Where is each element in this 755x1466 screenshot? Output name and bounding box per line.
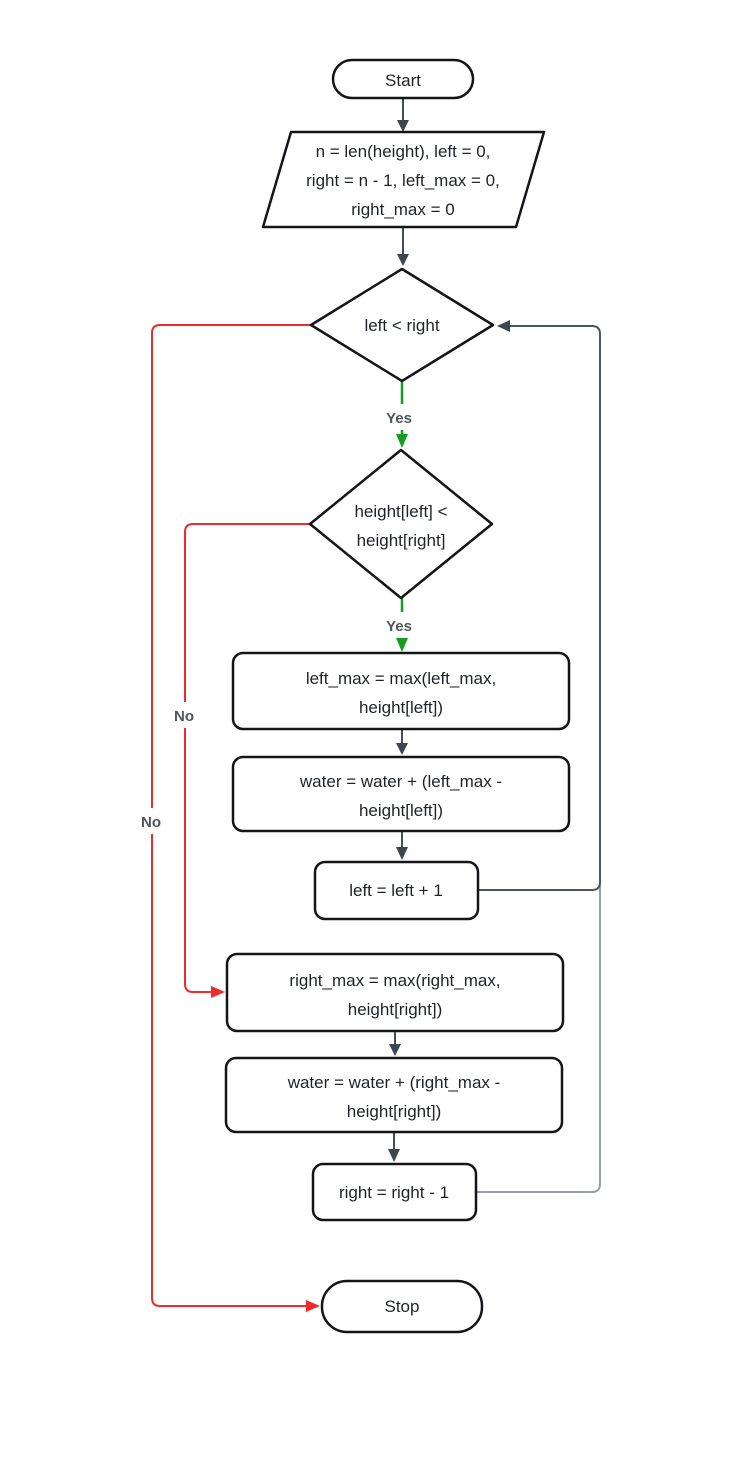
arrowhead-loopback-into-cond-loop xyxy=(497,320,510,332)
init-line-1: n = len(height), left = 0, xyxy=(316,142,491,161)
edge-label-no-height: No xyxy=(167,702,202,728)
start-terminator-shape xyxy=(331,58,475,100)
arrowhead-start-to-init xyxy=(397,120,409,132)
yes-height-label: Yes xyxy=(386,618,412,635)
init-line-2: right = n - 1, left_max = 0, xyxy=(306,171,500,190)
yes-loop-label-bg xyxy=(377,404,421,430)
init-line-3: right_max = 0 xyxy=(351,200,454,219)
node-add-water-right: water = water + (right_max - height[righ… xyxy=(224,1056,564,1134)
add-water-right-line-2: height[right]) xyxy=(347,1102,442,1121)
edge-label-yes-loop: Yes xyxy=(377,404,421,430)
cond-height-line-2: height[right] xyxy=(357,531,446,550)
inc-left-shape xyxy=(313,860,480,921)
node-inc-left: left = left + 1 xyxy=(313,860,480,921)
add-water-left-shape xyxy=(231,755,571,833)
cond-height-line-1: height[left] < xyxy=(354,502,447,521)
add-water-left-line-2: height[left]) xyxy=(359,801,443,820)
add-water-left-line-1: water = water + (left_max - xyxy=(299,772,502,791)
stop-label: Stop xyxy=(385,1297,420,1316)
edge-no-cond-height-to-right-max xyxy=(184,523,310,993)
init-parallelogram-shape xyxy=(261,130,546,229)
stop-terminator-shape xyxy=(320,1279,484,1334)
yes-height-label-bg xyxy=(377,612,421,638)
cond-loop-diamond-shape xyxy=(309,267,495,383)
node-update-right-max: right_max = max(right_max, height[right]… xyxy=(225,952,565,1033)
update-left-max-line-2: height[left]) xyxy=(359,698,443,717)
arrowhead-yes-into-cond-height xyxy=(396,434,408,448)
node-cond-height: height[left] < height[right] xyxy=(308,448,494,600)
edge-label-no-loop: No xyxy=(134,808,169,834)
arrowhead-no-into-right-max xyxy=(211,986,225,998)
update-right-max-shape xyxy=(225,952,565,1033)
node-stop: Stop xyxy=(320,1279,484,1334)
node-cond-loop: left < right xyxy=(309,267,495,383)
edge-label-yes-height: Yes xyxy=(377,612,421,638)
cond-loop-label: left < right xyxy=(364,316,439,335)
edge-decright-loopback xyxy=(476,882,601,1193)
add-water-right-line-1: water = water + (right_max - xyxy=(287,1073,501,1092)
node-add-water-left: water = water + (left_max - height[left]… xyxy=(231,755,571,833)
node-init: n = len(height), left = 0, right = n - 1… xyxy=(261,130,546,229)
yes-loop-label: Yes xyxy=(386,410,412,427)
no-loop-label-bg xyxy=(134,808,169,834)
update-right-max-line-2: height[right]) xyxy=(348,1000,443,1019)
start-label: Start xyxy=(385,71,421,90)
arrowhead-into-inc-left xyxy=(396,847,408,860)
arrowhead-into-water-left xyxy=(396,743,408,755)
arrowhead-no-into-stop xyxy=(306,1300,320,1312)
node-dec-right: right = right - 1 xyxy=(311,1162,478,1222)
arrowhead-yes-into-left-max xyxy=(396,638,408,652)
dec-right-shape xyxy=(311,1162,478,1222)
no-height-label-bg xyxy=(167,702,202,728)
no-loop-label: No xyxy=(141,814,161,831)
add-water-right-shape xyxy=(224,1056,564,1134)
arrowhead-into-water-right xyxy=(389,1044,401,1056)
arrowhead-init-to-cond-loop xyxy=(397,254,409,266)
inc-left-label: left = left + 1 xyxy=(349,881,443,900)
node-start: Start xyxy=(331,58,475,100)
cond-height-diamond-shape xyxy=(308,448,494,600)
update-left-max-line-1: left_max = max(left_max, xyxy=(306,669,496,688)
no-height-label: No xyxy=(174,708,194,725)
update-right-max-line-1: right_max = max(right_max, xyxy=(289,971,500,990)
arrowhead-into-dec-right xyxy=(388,1149,400,1162)
dec-right-label: right = right - 1 xyxy=(339,1183,449,1202)
node-update-left-max: left_max = max(left_max, height[left]) xyxy=(231,651,571,731)
edge-incleft-loopback xyxy=(478,325,601,891)
update-left-max-shape xyxy=(231,651,571,731)
